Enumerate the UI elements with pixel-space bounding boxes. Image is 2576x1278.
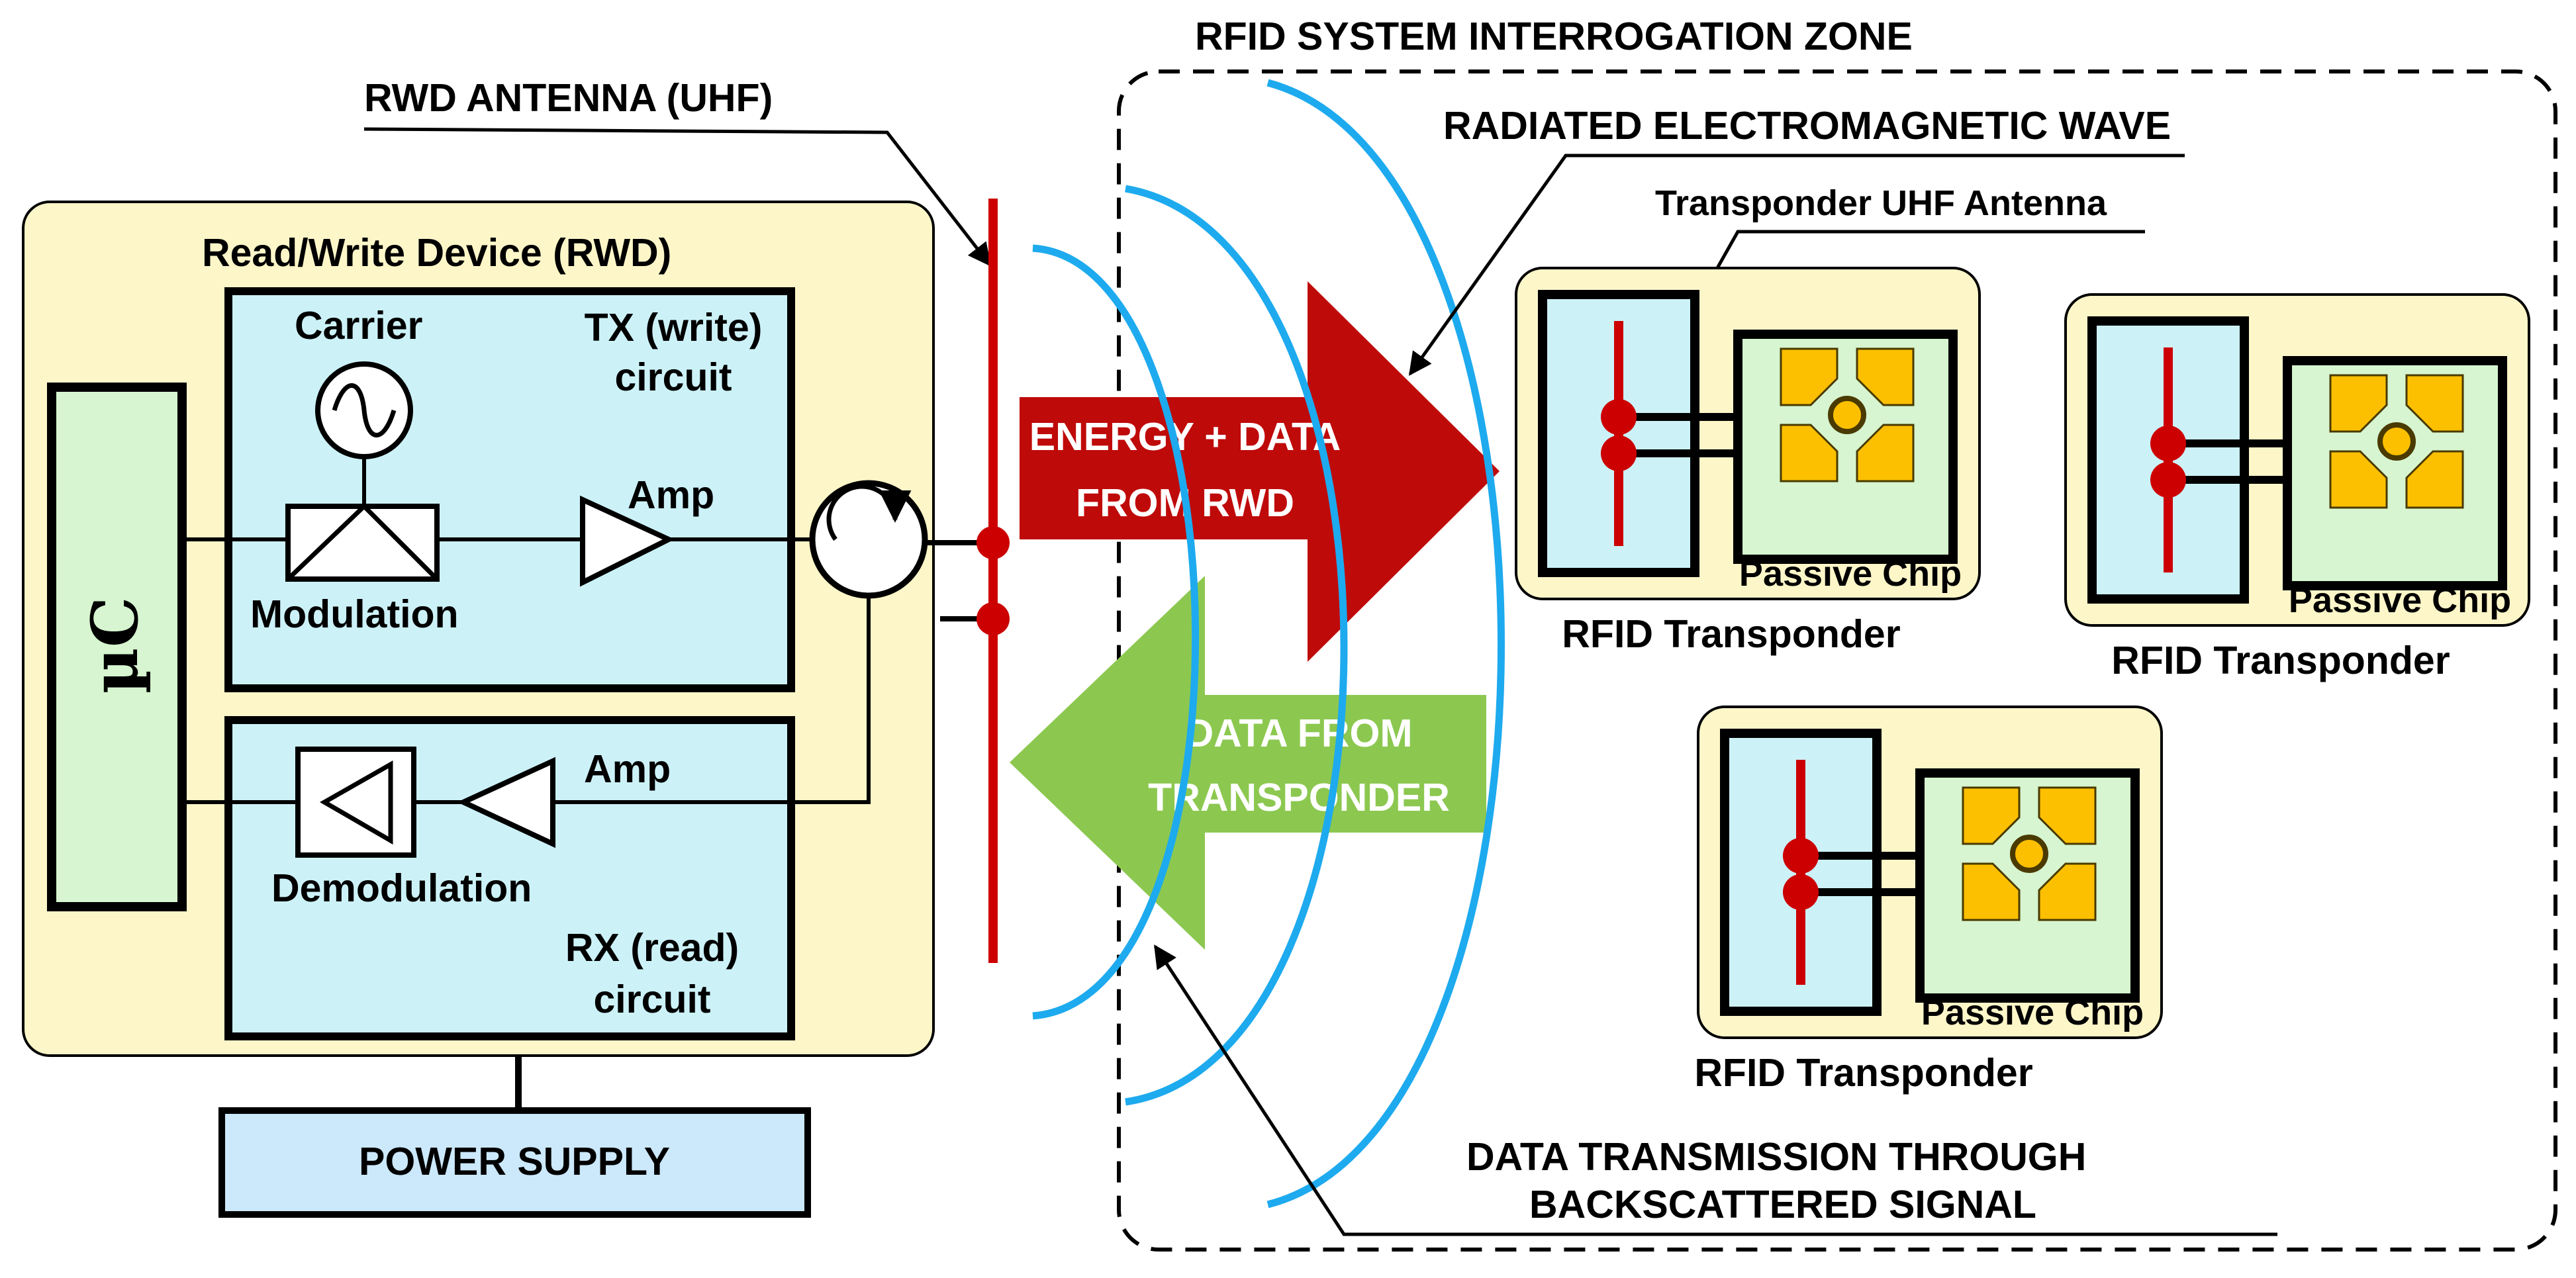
modulation-label: Modulation [250,592,459,636]
rwd-antenna-pointer [363,127,992,267]
passive-chip-label: Passive Chip [1921,993,2144,1032]
rwd-antenna-label: RWD ANTENNA (UHF) [364,76,773,120]
transponder-antenna-label: Transponder UHF Antenna [1655,183,2107,223]
radiated-wave-label: RADIATED ELECTROMAGNETIC WAVE [1443,104,2171,148]
rfid-transponder-3: Passive Chip RFID Transponder [1694,707,2162,1095]
backscatter-label-1: DATA TRANSMISSION THROUGH [1466,1135,2086,1179]
tx-circuit-title-2: circuit [614,355,732,399]
data-arrow-text-2: TRANSPONDER [1148,776,1450,819]
demodulation-label: Demodulation [271,866,532,910]
power-supply-box [218,1107,811,1218]
transponder-name: RFID Transponder [2111,639,2450,682]
power-supply-label: POWER SUPPLY [359,1140,670,1183]
tx-amplifier-icon [580,495,675,587]
carrier-oscillator-icon [315,361,413,459]
backscatter-pointer [1153,944,2277,1236]
transponder-name: RFID Transponder [1562,612,1900,656]
transponder-data-arrow [1010,576,1486,950]
microcontroller-label: µC [77,597,152,694]
energy-data-arrow [1020,281,1500,662]
microcontroller-block [47,383,187,911]
tx-amp-label: Amp [628,473,714,517]
rx-circuit-title-2: circuit [593,978,710,1021]
interrogation-zone-title: RFID SYSTEM INTERROGATION ZONE [1195,15,1913,58]
rx-amp-label: Amp [584,747,671,791]
rwd-title: Read/Write Device (RWD) [202,231,671,275]
transponder-name: RFID Transponder [1694,1051,2032,1095]
radiated-wave-pointer [1408,154,2185,376]
backscatter-label-2: BACKSCATTERED SIGNAL [1529,1183,2036,1226]
tx-circuit-box [224,287,795,692]
passive-chip-label: Passive Chip [1739,554,1962,594]
tx-circuit-title-1: TX (write) [585,306,763,349]
rx-circuit-title-1: RX (read) [565,926,739,970]
passive-chip-label: Passive Chip [2289,580,2511,620]
demodulator-icon [295,747,416,858]
rfid-transponder-2: Passive Chip RFID Transponder [2066,295,2529,682]
energy-arrow-text-1: ENERGY + DATA [1029,415,1341,459]
modulator-icon [285,504,440,582]
circulator-icon [809,480,928,599]
radiated-wave-arcs [1032,79,1505,1209]
data-arrow-text-1: DATA FROM [1186,711,1413,755]
tx-carrier-label: Carrier [295,304,423,347]
rfid-transponder-1: Passive Chip RFID Transponder [1516,268,1980,656]
